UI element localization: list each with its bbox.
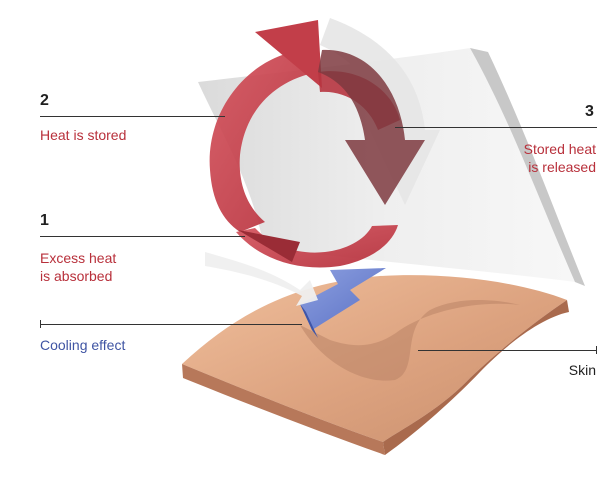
step-3-number: 3 — [585, 103, 594, 120]
step-3-rule — [395, 127, 597, 128]
cooling-rule — [40, 324, 302, 325]
step-3-label-line1: Stored heat — [523, 141, 596, 157]
step-3-label-line2: is released — [528, 159, 596, 175]
faded-vapor-arrow — [205, 252, 318, 306]
step-1-rule — [40, 236, 245, 237]
cooling-effect-label: Cooling effect — [40, 337, 126, 353]
step-2-rule — [40, 116, 225, 117]
step-1-number: 1 — [40, 212, 49, 229]
cooling-effect-arrow — [300, 268, 386, 338]
step-1-label-line2: is absorbed — [40, 268, 113, 284]
heat-released-arrow — [318, 49, 425, 205]
step-2-number: 2 — [40, 92, 49, 109]
skin-label: Skin — [568, 362, 596, 378]
step-2-label: Heat is stored — [40, 127, 127, 143]
heat-absorbed-arrow — [236, 225, 398, 268]
skin-rule — [418, 350, 597, 351]
step-1-label-line1: Excess heat — [40, 250, 117, 266]
skin-layer — [182, 275, 569, 455]
